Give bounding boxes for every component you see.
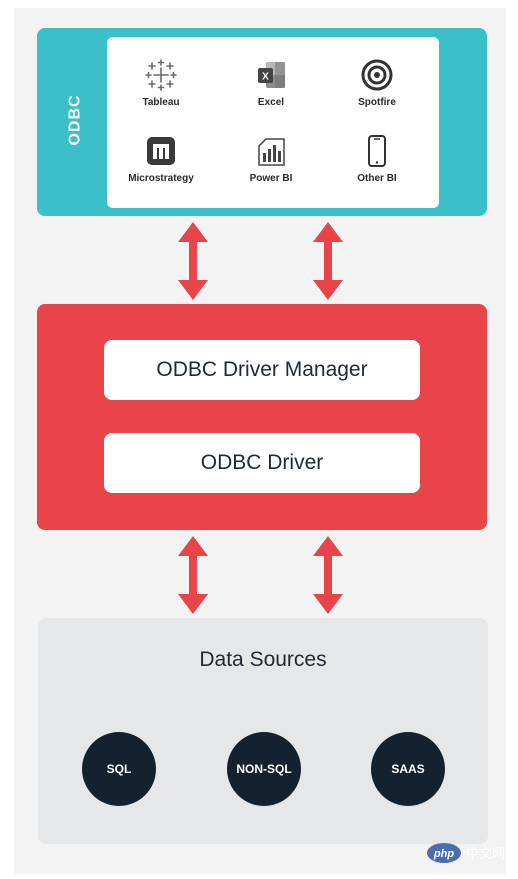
microstrategy-icon — [147, 137, 175, 165]
odbc-driver-manager-box: ODBC Driver Manager — [104, 340, 420, 400]
bidirectional-arrow-icon — [178, 222, 208, 300]
app-tableau: Tableau — [111, 58, 211, 118]
data-source-sql: SQL — [82, 732, 156, 806]
odbc-driver-box: ODBC Driver — [104, 433, 420, 493]
app-power-bi: Power BI — [221, 134, 321, 194]
app-label-power-bi: Power BI — [249, 173, 293, 184]
app-label-other-bi: Other BI — [357, 173, 397, 184]
bidirectional-arrow-icon — [178, 536, 208, 614]
bidirectional-arrow-icon — [313, 222, 343, 300]
data-source-saas: SAAS — [371, 732, 445, 806]
app-spotfire: Spotfire — [327, 58, 427, 118]
mobile-phone-icon — [368, 135, 386, 167]
app-label-spotfire: Spotfire — [358, 97, 396, 108]
svg-text:php: php — [433, 848, 454, 860]
app-label-excel: Excel — [257, 97, 285, 108]
watermark-logo: php 中文网 — [426, 841, 512, 865]
data-sources-block — [38, 618, 488, 844]
bidirectional-arrow-icon — [313, 536, 343, 614]
app-excel: X Excel — [221, 58, 321, 118]
data-source-non-sql: NON-SQL — [227, 732, 301, 806]
app-label-microstrategy: Microstrategy — [128, 173, 194, 184]
odbc-side-label: ODBC — [52, 60, 100, 180]
odbc-driver-block — [37, 304, 487, 530]
app-microstrategy: Microstrategy — [111, 134, 211, 194]
spotfire-icon — [361, 59, 393, 91]
data-sources-title: Data Sources — [199, 648, 327, 671]
php-cn-watermark-icon: php 中文网 — [427, 843, 505, 863]
app-label-tableau: Tableau — [142, 97, 180, 108]
odbc-side-text: ODBC — [67, 94, 85, 146]
tableau-icon — [145, 59, 177, 91]
excel-icon: X — [258, 62, 285, 88]
app-other-bi: Other BI — [327, 134, 427, 194]
svg-text:X: X — [262, 72, 269, 83]
power-bi-icon — [258, 138, 285, 166]
svg-text:中文网: 中文网 — [466, 847, 505, 862]
